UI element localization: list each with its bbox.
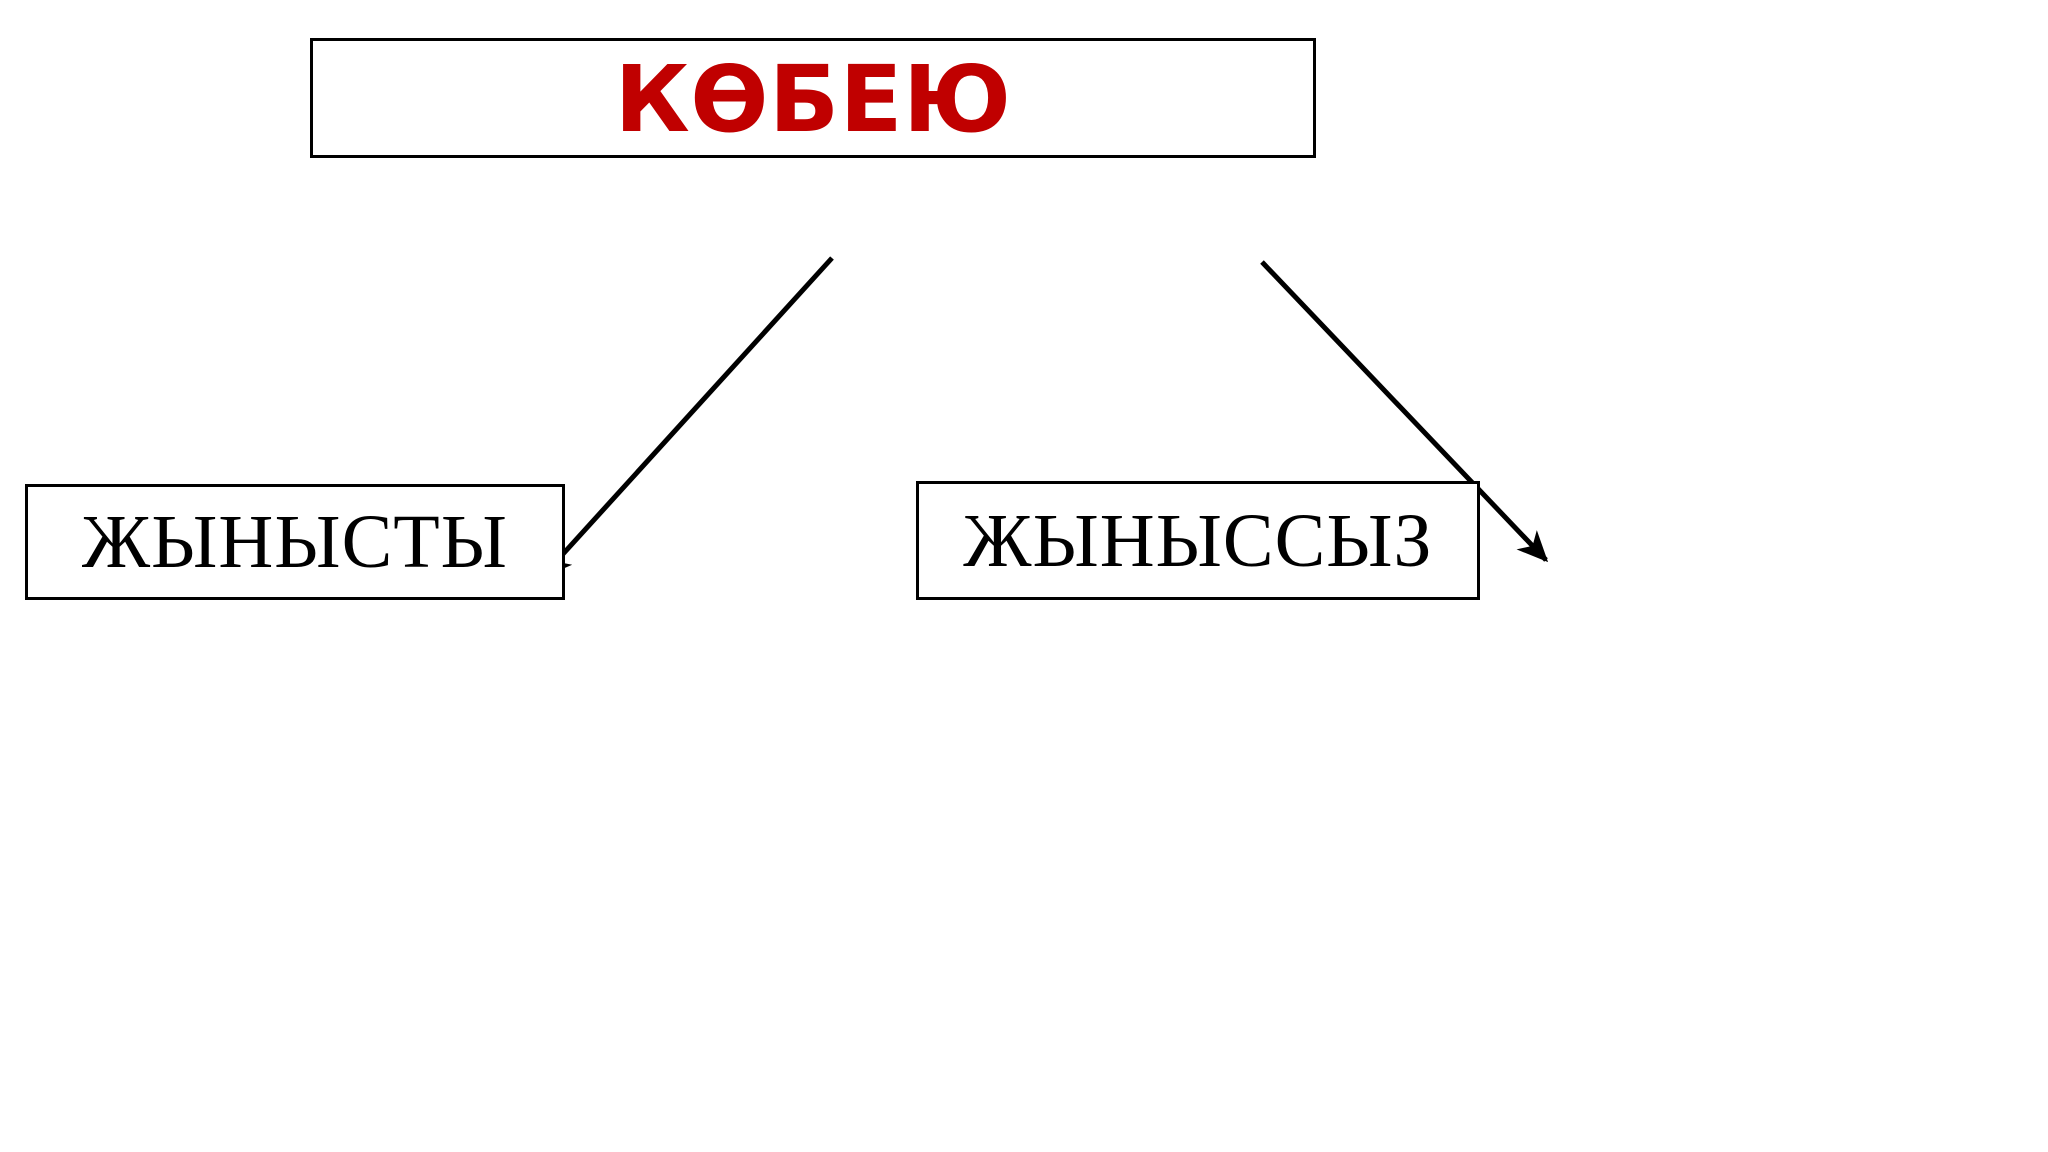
node-child-zhynyssyz[interactable]: ЖЫНЫССЫЗ — [916, 481, 1480, 600]
connector-arrow-left — [540, 256, 834, 579]
node-root-kobeyu[interactable]: КӨБЕЮ — [310, 38, 1316, 158]
node-child-left-label: ЖЫНЫСТЫ — [82, 500, 508, 584]
node-child-right-label: ЖЫНЫССЫЗ — [963, 498, 1433, 583]
node-child-zhynysty[interactable]: ЖЫНЫСТЫ — [25, 484, 565, 600]
node-root-label: КӨБЕЮ — [614, 46, 1012, 153]
